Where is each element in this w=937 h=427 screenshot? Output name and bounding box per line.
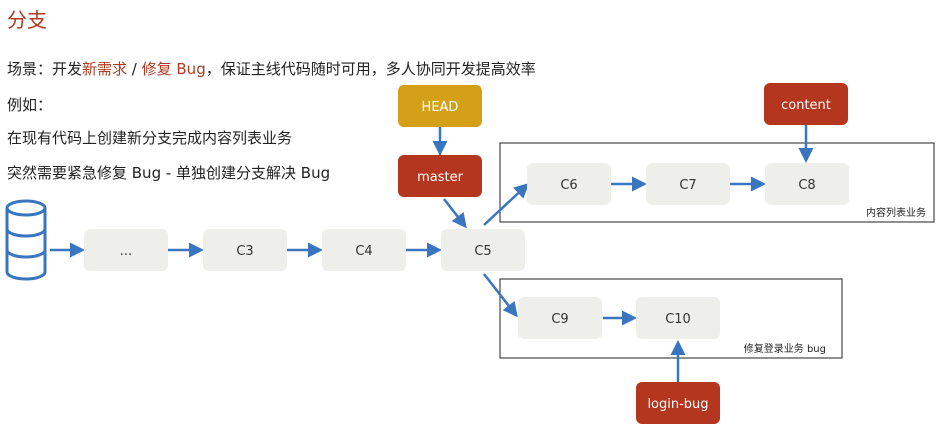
- example-line-1: 在现有代码上创建新分支完成内容列表业务: [7, 129, 293, 147]
- scenario-prefix: 场景：开发: [7, 60, 83, 78]
- content-branch-box-label: 内容列表业务: [866, 206, 926, 219]
- commit-node-c7: C7: [646, 163, 730, 205]
- arrow-c5-to-c9: [483, 273, 518, 318]
- master-branch-pointer: master: [398, 155, 482, 197]
- content-branch-box: [499, 142, 935, 223]
- commit-node-c10: C10: [636, 297, 720, 339]
- head-pointer-label: HEAD: [422, 100, 459, 115]
- commit-label: C4: [355, 244, 372, 259]
- content-branch-pointer: content: [764, 83, 848, 125]
- scenario-line: 场景：开发新需求 / 修复 Bug，保证主线代码随时可用，多人协同开发提高效率: [7, 58, 536, 79]
- scenario-separator: /: [127, 60, 142, 78]
- page-title: 分支: [7, 8, 47, 32]
- commit-label: C5: [474, 244, 491, 259]
- scenario-highlight-fix-bug: 修复 Bug: [141, 60, 206, 78]
- example-label: 例如：: [7, 96, 53, 114]
- content-pointer-label: content: [781, 98, 831, 113]
- commit-node-c6: C6: [527, 163, 611, 205]
- scenario-highlight-new-feature: 新需求: [82, 60, 128, 78]
- commit-label: C6: [560, 178, 577, 193]
- database-icon: [5, 199, 47, 281]
- master-pointer-label: master: [417, 170, 463, 185]
- commit-node-c9: C9: [518, 297, 602, 339]
- commit-node-c3: C3: [203, 229, 287, 271]
- commit-arrows: [50, 125, 814, 382]
- commit-node-c4: C4: [322, 229, 406, 271]
- commit-label: C7: [679, 178, 696, 193]
- login-bug-pointer-label: login-bug: [647, 397, 708, 412]
- commit-node-c8: C8: [765, 163, 849, 205]
- bug-branch-box-label: 修复登录业务 bug: [744, 342, 826, 355]
- arrow-c5-to-c6: [483, 182, 530, 226]
- head-pointer: HEAD: [398, 85, 482, 127]
- commit-label: ...: [120, 244, 132, 259]
- login-bug-branch-pointer: login-bug: [636, 382, 720, 424]
- example-line-2: 突然需要紧急修复 Bug - 单独创建分支解决 Bug: [7, 164, 331, 182]
- commit-label: C3: [236, 244, 253, 259]
- commit-node-c5: C5: [441, 229, 525, 271]
- commit-node-dots: ...: [84, 229, 168, 271]
- bug-branch-box: [499, 278, 843, 359]
- arrow-master-to-c5: [443, 198, 467, 229]
- commit-label: C8: [798, 178, 815, 193]
- commit-label: C9: [551, 312, 568, 327]
- scenario-suffix: ，保证主线代码随时可用，多人协同开发提高效率: [205, 60, 536, 78]
- commit-label: C10: [665, 312, 691, 327]
